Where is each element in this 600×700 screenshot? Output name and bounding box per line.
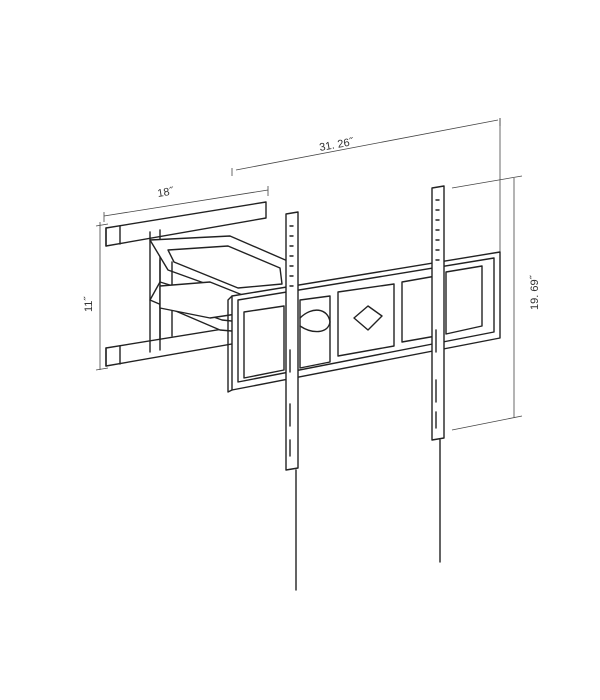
left-vertical-rail: [285, 211, 299, 591]
wall-plate: [105, 201, 267, 367]
rail-dimension: 19. 69˝: [451, 175, 541, 431]
height-dimension: 11˝: [83, 222, 109, 371]
width-dimension: 31. 26˝: [231, 118, 501, 260]
arm-dimension: 18˝: [103, 185, 269, 222]
width-dimension-label: 31. 26˝: [318, 136, 355, 154]
rail-dimension-label: 19. 69˝: [529, 274, 541, 310]
height-dimension-label: 11˝: [83, 296, 95, 312]
right-vertical-rail: [431, 185, 445, 563]
arm-dimension-label: 18˝: [157, 185, 176, 200]
